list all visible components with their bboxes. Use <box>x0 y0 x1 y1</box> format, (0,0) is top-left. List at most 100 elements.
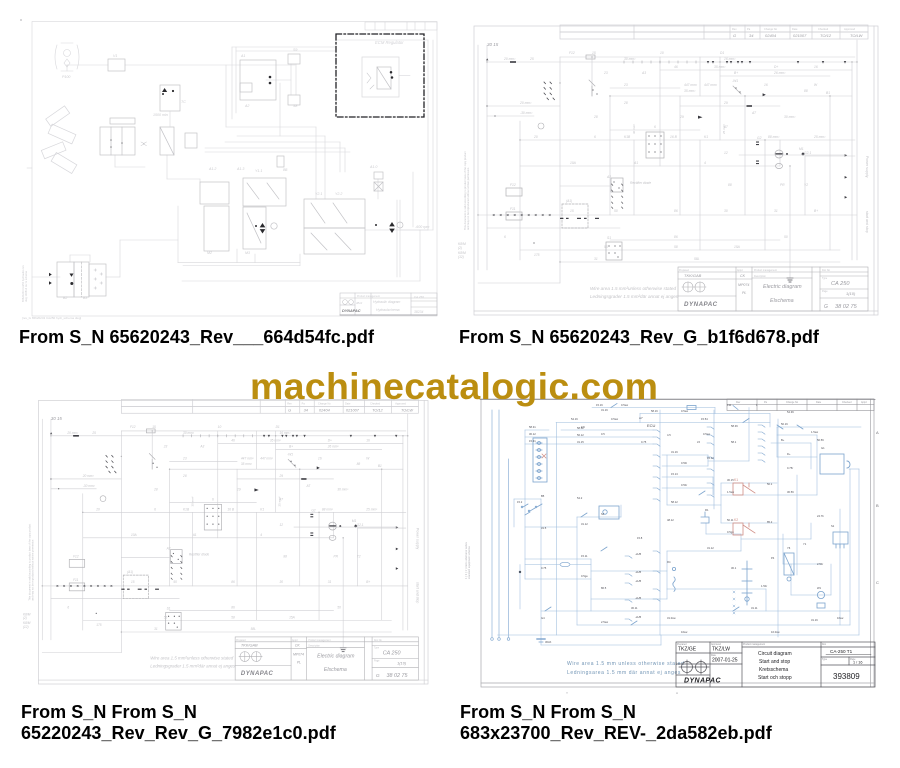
svg-text:CA 250: CA 250 <box>831 281 850 287</box>
svg-text:31: 31 <box>774 209 778 213</box>
svg-text:15.2: 15.2 <box>517 500 523 504</box>
svg-text:30.15: 30.15 <box>727 478 734 482</box>
svg-text:15.54: 15.54 <box>701 417 708 421</box>
svg-text:29: 29 <box>723 101 728 105</box>
svg-text:-W1: -W1 <box>732 79 738 83</box>
svg-text:A2: A2 <box>606 175 611 179</box>
svg-text:Appd: Appd <box>861 401 867 404</box>
svg-text:CK: CK <box>740 274 746 278</box>
svg-text:Wire area 1.5 mm unless otherw: Wire area 1.5 mm unless otherwise stated <box>567 661 684 667</box>
svg-text:8B: 8B <box>283 168 288 172</box>
svg-text:M2: M2 <box>207 251 212 255</box>
svg-text:30 mm²: 30 mm² <box>632 124 636 134</box>
svg-text:TO/12: TO/12 <box>820 33 832 38</box>
svg-text:MP074: MP074 <box>738 283 749 287</box>
svg-text:B5: B5 <box>541 494 545 498</box>
svg-text:Rev: Rev <box>732 27 737 31</box>
svg-text:2.5br: 2.5br <box>817 562 823 566</box>
svg-text:PL: PL <box>742 291 746 295</box>
svg-text:D1: D1 <box>720 51 724 55</box>
svg-text:10: 10 <box>660 51 664 55</box>
svg-text:31.15: 31.15 <box>577 440 584 444</box>
svg-text:23: 23 <box>623 83 628 87</box>
svg-text:(A1): (A1) <box>566 199 572 203</box>
svg-text:34: 34 <box>749 33 754 38</box>
svg-text:30.12: 30.12 <box>529 432 536 436</box>
svg-text:30Ah: 30Ah <box>545 640 552 644</box>
svg-text:4.5: 4.5 <box>667 433 671 437</box>
svg-text:1500 min: 1500 min <box>153 113 168 117</box>
svg-text:58.12: 58.12 <box>671 500 678 504</box>
svg-text:TKZ/LW: TKZ/LW <box>712 647 730 653</box>
svg-text:30 15: 30 15 <box>487 42 499 47</box>
svg-text:M3: M3 <box>245 251 250 255</box>
svg-text:54.2: 54.2 <box>577 496 583 500</box>
svg-text:Y1.1: Y1.1 <box>255 169 262 173</box>
svg-text:Product management: Product management <box>357 295 380 298</box>
svg-text:88: 88 <box>804 89 808 93</box>
svg-text:B: B <box>876 503 879 508</box>
svg-text:K1B: K1B <box>624 135 631 139</box>
svg-text:TO/LW: TO/LW <box>850 33 864 38</box>
svg-text:Date: Date <box>711 654 717 657</box>
svg-text:1: 1 <box>756 403 758 407</box>
svg-text:K1: K1 <box>704 135 708 139</box>
svg-text:25 mm²: 25 mm² <box>722 124 726 134</box>
svg-text:50.16: 50.16 <box>781 422 788 426</box>
svg-text:Checked: Checked <box>842 401 852 404</box>
svg-text:Electric diagram: Electric diagram <box>763 284 802 290</box>
svg-text:S4: S4 <box>601 512 605 516</box>
svg-text:S1: S1 <box>607 236 611 240</box>
svg-text:G: G <box>733 33 736 38</box>
svg-text:K8/M: K8/M <box>458 242 466 246</box>
svg-text:1.5br: 1.5br <box>761 584 767 588</box>
svg-text:88 mm²: 88 mm² <box>768 135 780 139</box>
svg-text:Power supply: Power supply <box>865 156 869 178</box>
svg-text:A1.0: A1.0 <box>369 165 377 169</box>
svg-text:This document is valid accordi: This document is valid according to prod… <box>463 151 467 230</box>
svg-text:TKZ/GE: TKZ/GE <box>678 647 697 653</box>
svg-text:0.75: 0.75 <box>541 566 547 570</box>
svg-text:(12): (12) <box>458 255 464 259</box>
svg-text:Hydraulic diagram: Hydraulic diagram <box>373 300 400 304</box>
svg-text:56: 56 <box>604 245 608 249</box>
svg-text:B+: B+ <box>734 71 738 75</box>
svg-text:26 mm²: 26 mm² <box>773 71 786 75</box>
svg-text:20: 20 <box>533 135 538 139</box>
svg-text:Pa: Pa <box>747 27 751 31</box>
svg-text:A: A <box>876 430 879 435</box>
svg-text:Wire area 1.5 mm²unless otherw: Wire area 1.5 mm²unless otherwise stated <box>590 286 676 291</box>
svg-text:50.11: 50.11 <box>727 518 734 522</box>
svg-text:35 mm²: 35 mm² <box>714 65 726 69</box>
svg-text:0.5sw: 0.5sw <box>621 403 628 407</box>
svg-text:F12: F12 <box>569 51 575 55</box>
svg-text:TKK/GAB: TKK/GAB <box>684 273 702 278</box>
svg-text:F12: F12 <box>510 183 516 187</box>
svg-text:15: 15 <box>570 209 574 213</box>
svg-text:1(10): 1(10) <box>846 291 856 296</box>
svg-text:58L: 58L <box>694 257 700 261</box>
svg-text:G1: G1 <box>821 446 825 450</box>
svg-text:ECU: ECU <box>647 423 656 428</box>
svg-text:30.11: 30.11 <box>631 606 638 610</box>
svg-text:15.8: 15.8 <box>637 536 643 540</box>
svg-text:A1.3: A1.3 <box>236 167 244 171</box>
svg-text:Approved: Approved <box>711 643 722 646</box>
svg-text:TC: TC <box>181 100 186 104</box>
svg-text:6: 6 <box>594 135 596 139</box>
svg-text:G: G <box>824 304 828 310</box>
svg-text:A: A <box>676 691 678 695</box>
svg-text:CA-250 T1: CA-250 T1 <box>830 649 853 654</box>
svg-text:A3: A3 <box>641 71 646 75</box>
svg-text:K2: K2 <box>734 518 738 522</box>
svg-text:V1: V1 <box>113 54 117 58</box>
svg-text:Checked: Checked <box>818 27 829 31</box>
svg-text:50.1: 50.1 <box>767 482 773 486</box>
svg-text:Start och stopp: Start och stopp <box>758 675 792 681</box>
svg-text:16sw: 16sw <box>837 616 843 620</box>
svg-text:K8/M: K8/M <box>458 251 466 255</box>
svg-text:86: 86 <box>674 235 678 239</box>
svg-text:2007-01-25: 2007-01-25 <box>712 658 738 664</box>
svg-text:1 ( 3 ( 1 ) micro alternator s: 1 ( 3 ( 1 ) micro alternator series <box>464 541 468 579</box>
svg-text:(2): (2) <box>458 246 462 250</box>
